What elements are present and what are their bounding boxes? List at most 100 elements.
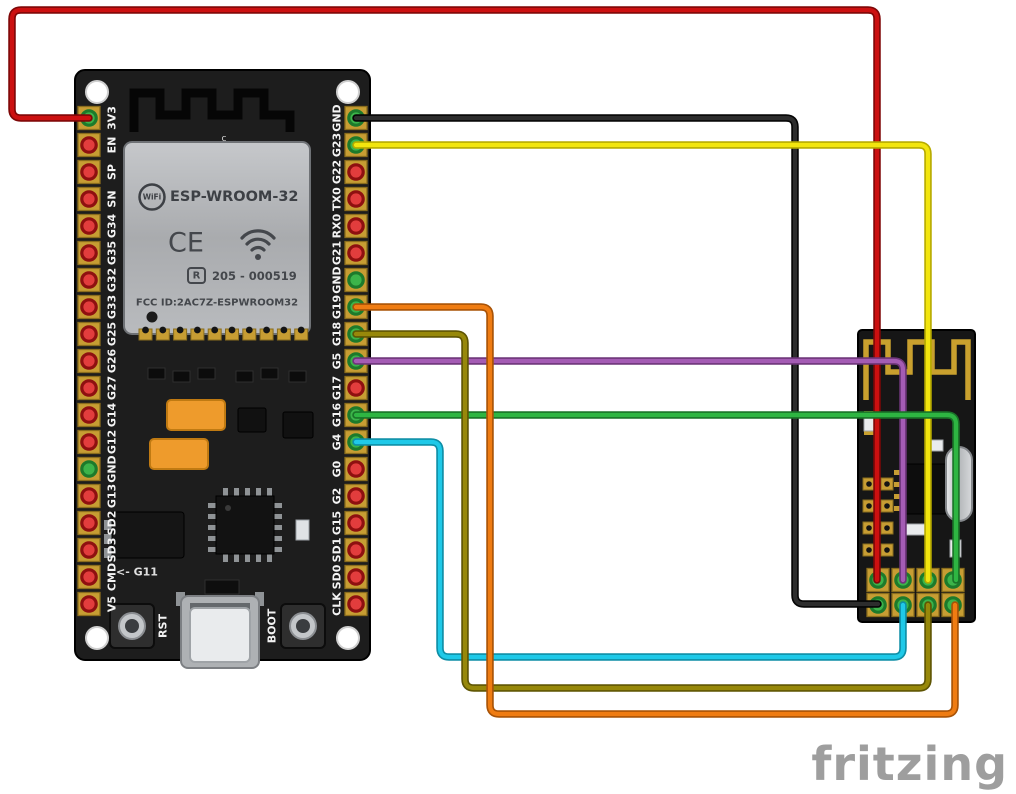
smd-part [204,579,240,595]
nrf-antenna-trace [863,339,971,400]
esp32-left-pin-18-cmd-label: CMD [106,563,119,591]
esp32-mount-hole-tr [336,80,360,104]
voltage-regulator [111,511,185,559]
wire-green[interactable] [352,411,960,584]
regulator-pin [104,548,113,558]
esp32-wroom-shield: WiFi ESP-WROOM-32 CE R 205 - 000519 FCC … [123,141,311,335]
esp32-right-pin-3-g22[interactable]: G22 [331,160,368,184]
registered-mark-box [187,267,206,284]
wire-red[interactable] [8,6,881,584]
wifi-logo-badge [138,183,166,211]
castellation-via [245,326,253,334]
registered-mark: R [193,271,201,282]
esp32-left-pin-12-g14[interactable]: G14 [77,402,119,427]
usb-connector[interactable] [176,592,264,669]
esp32-left-pin-12-g14-label: G14 [106,402,119,427]
esp32-left-pin-8-g33[interactable]: G33 [77,295,119,319]
esp32-right-pin-17-sd1[interactable]: SD1 [331,538,368,563]
esp32-left-pin-16-sd2[interactable]: SD2 [77,511,119,536]
wire-cyan[interactable] [352,438,907,661]
castellation-via [194,326,201,334]
esp32-right-pin-14-g0[interactable]: G0 [331,456,368,482]
esp32-left-pin-1-3v3-label: 3V3 [106,106,119,130]
esp32-left-pin-9-g25[interactable]: G25 [77,322,119,346]
fritzing-watermark: fritzing [811,737,1008,791]
wire-yellow[interactable] [352,141,932,584]
esp32-right-pin-11-g17[interactable]: G17 [331,376,368,400]
castellation-via [297,326,305,334]
regulator-pin [104,520,113,530]
smd-end [864,430,876,435]
esp32-right-pin-14-g0-label: G0 [331,460,344,477]
esp32-left-pin-14-gnd[interactable]: GND [77,455,119,483]
transistor-2 [282,411,314,439]
wire-olive[interactable] [352,330,932,692]
esp32-right-pin-5-rx0[interactable]: RX0 [331,213,368,238]
module-serial: 205 - 000519 [212,269,297,283]
esp32-left-pin-9-g25-label: G25 [106,322,119,346]
esp32-antenna-trace [129,88,295,132]
esp32-left-pin-6-g35[interactable]: G35 [77,241,119,265]
smd-part [172,370,191,383]
esp32-right-pin-5-rx0-label: RX0 [331,213,344,238]
esp32-right-pin-13-g4-label: G4 [331,433,344,450]
smd-part [260,367,279,380]
esp32-left-pin-7-g32-label: G32 [106,268,119,292]
boot-button[interactable] [280,603,326,649]
esp32-right-pin-3-g22-label: G22 [331,160,344,184]
esp32-castellation-pads [138,326,309,341]
nrf24l01-board[interactable] [857,329,976,623]
boot-button-label: BOOT [266,608,279,643]
castellation-via [228,326,236,334]
esp32-right-pin-9-g18-label: G18 [331,322,344,346]
castellation-via [280,326,288,334]
esp32-left-pin-19-v5[interactable]: V5 [77,591,119,617]
esp32-left-pin-18-cmd[interactable]: CMD [77,563,119,591]
esp32-right-pin-6-g21-label: G21 [331,241,344,265]
silk-note-g11: <- G11 [116,566,158,579]
esp32-left-pin-5-g34[interactable]: G34 [77,213,119,238]
esp32-left-pin-7-g32[interactable]: G32 [77,268,119,292]
esp32-right-pin-1-gnd-label: GND [331,104,344,131]
esp32-left-pin-4-sn[interactable]: SN [77,186,119,212]
smd-part [235,370,254,383]
esp32-right-pin-19-clk[interactable]: CLK [331,592,368,617]
rst-button[interactable] [109,603,155,649]
esp32-left-pin-17-sd3[interactable]: SD3 [77,538,119,563]
esp32-right-pin-8-g19-label: G19 [331,295,344,319]
esp32-left-pin-2-en[interactable]: EN [77,132,119,158]
esp32-board[interactable]: c WiFi ESP-WROOM-32 CE R 205 - 000519 FC… [74,69,371,669]
esp32-left-pin-3-sp-label: SP [106,164,119,180]
esp32-right-pin-18-sd0[interactable]: SD0 [331,564,368,589]
esp32-components [104,367,314,595]
shield-top-mark: c [222,134,227,144]
esp32-left-pin-13-g12[interactable]: G12 [77,430,119,454]
capacitor-2 [149,438,209,470]
castellation-via [142,326,149,334]
esp32-left-pin-4-sn-label: SN [106,190,119,207]
esp32-right-pin-4-tx0[interactable]: TX0 [331,187,368,212]
esp32-right-pin-16-g15[interactable]: G15 [331,511,368,535]
ic-chip-body [215,495,275,555]
esp32-right-pin-15-g2-label: G2 [331,488,344,505]
esp32-right-pin-7-gnd[interactable]: GND [331,266,368,294]
wire-purple[interactable] [352,357,907,584]
esp32-left-pin-19-v5-label: V5 [106,596,119,612]
esp32-left-pin-11-g27[interactable]: G27 [77,376,119,400]
esp32-right-pin-18-sd0-label: SD0 [331,564,344,589]
wires-layer [8,6,960,718]
castellation-via [211,326,219,334]
esp32-right-pin-2-g23-label: G23 [331,133,344,157]
esp32-mount-hole-br [336,626,360,650]
esp32-right-pin-6-g21[interactable]: G21 [331,241,368,265]
esp32-left-pin-15-g13[interactable]: G13 [77,484,119,508]
esp32-left-pin-3-sp[interactable]: SP [77,159,119,185]
wire-orange[interactable] [352,303,959,718]
rst-button-label: RST [157,614,170,638]
esp32-left-pin-10-g26[interactable]: G26 [77,348,119,373]
esp32-left-pin-2-en-label: EN [106,137,119,154]
esp32-right-pin-15-g2[interactable]: G2 [331,483,368,509]
esp32-left-pin-10-g26-label: G26 [106,348,119,373]
esp32-left-pin-8-g33-label: G33 [106,295,119,319]
